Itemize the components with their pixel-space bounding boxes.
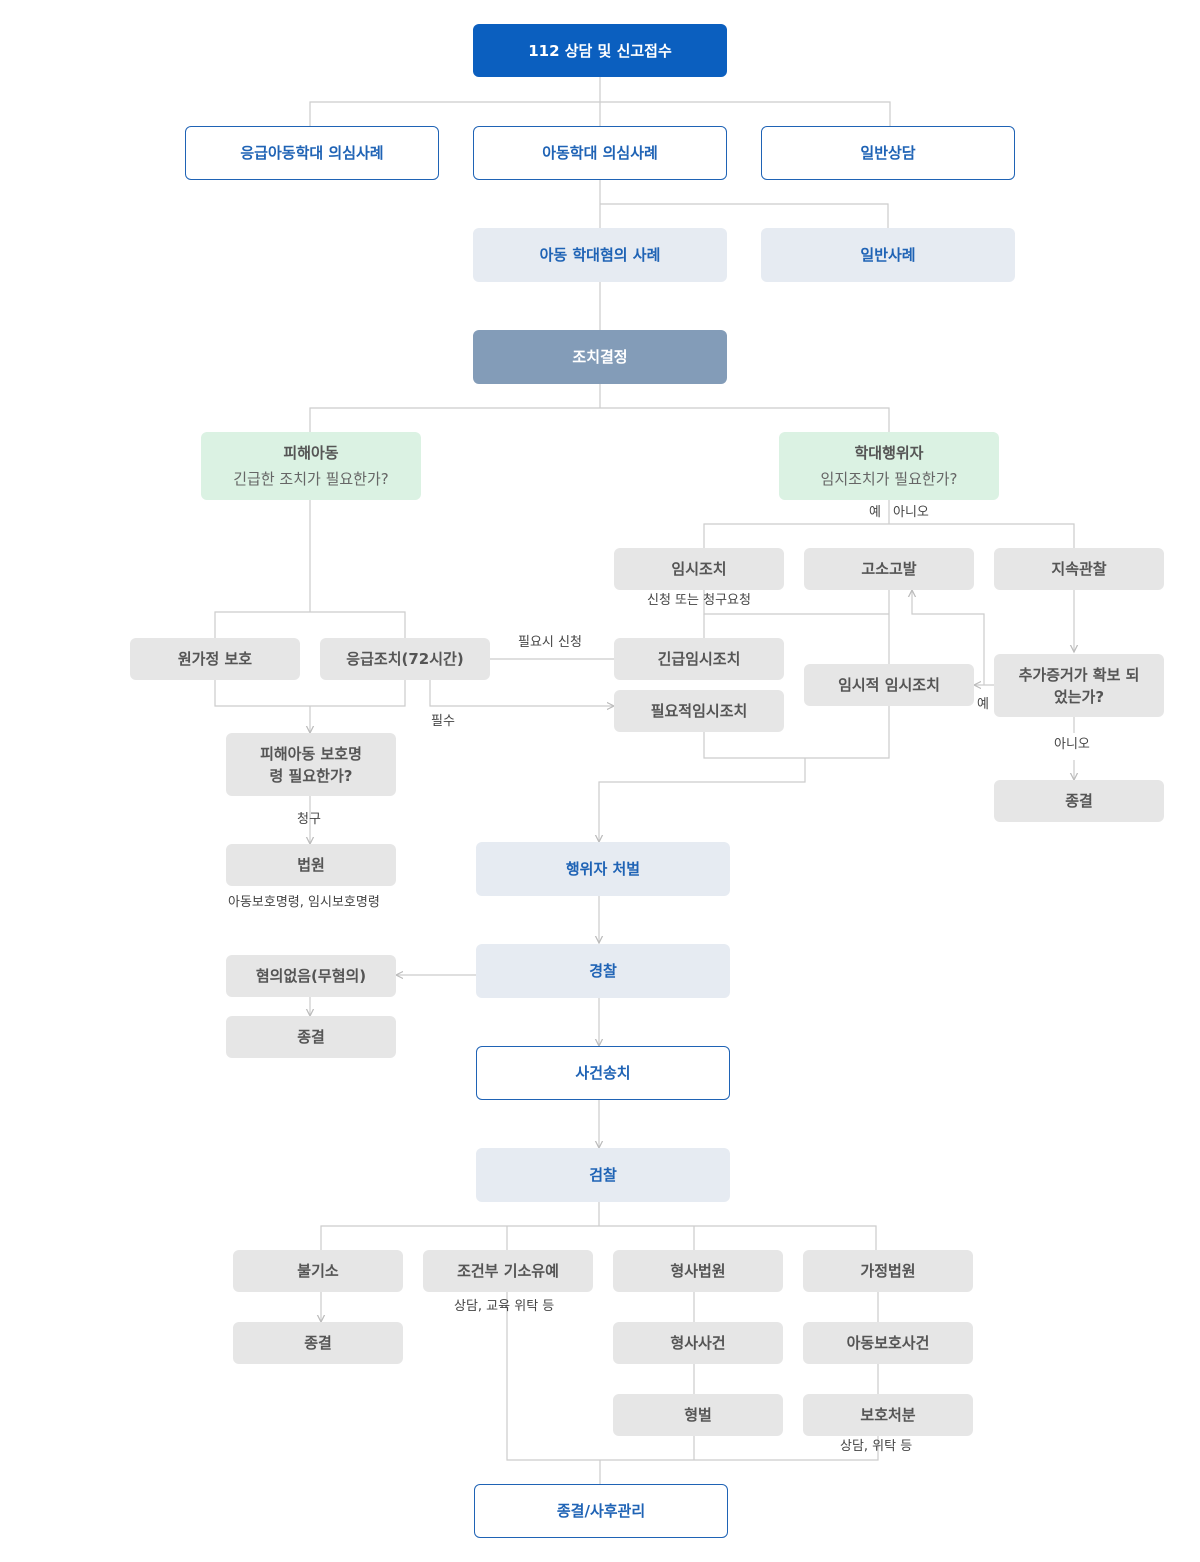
counsel-edu-label: 상담, 교육 위탁 등 xyxy=(454,1299,555,1314)
yes-side-label: 예 xyxy=(977,697,989,712)
complaint-node: 고소고발 xyxy=(804,548,974,590)
non-indict-node: 불기소 xyxy=(233,1250,403,1292)
penalty-node: 형벌 xyxy=(613,1394,783,1436)
no-label: 아니오 xyxy=(893,505,929,520)
emergency-72-node: 응급조치(72시간) xyxy=(320,638,490,680)
transfer-node: 사건송치 xyxy=(476,1046,730,1100)
general-counsel-node: 일반상담 xyxy=(761,126,1015,180)
yes-label: 예 xyxy=(869,505,881,520)
counsel-consign-label: 상담, 위탁 등 xyxy=(840,1439,913,1454)
extra-evidence-node: 추가증거가 확보 되었는가? xyxy=(994,654,1164,717)
close-police-node: 종결 xyxy=(226,1016,396,1058)
court-node: 법원 xyxy=(226,844,396,886)
prosecution-node: 검찰 xyxy=(476,1148,730,1202)
apply-if-needed-label: 필요시 신청 xyxy=(518,635,582,650)
family-court-node: 가정법원 xyxy=(803,1250,973,1292)
required-temp-node: 필요적임시조치 xyxy=(614,690,784,732)
decision-node: 조치결정 xyxy=(473,330,727,384)
home-protect-node: 원가정 보호 xyxy=(130,638,300,680)
claim-label: 청구 xyxy=(297,812,321,827)
temp-measure-node: 임시조치 xyxy=(614,548,784,590)
apply-or-request-label: 신청 또는 청구요청 xyxy=(647,593,751,608)
orders-label: 아동보호명령, 임시보호명령 xyxy=(228,895,380,910)
punish-node: 행위자 처벌 xyxy=(476,842,730,896)
victim-title: 피해아동 xyxy=(283,444,339,462)
victim-question: 긴급한 조치가 필요한가? xyxy=(233,470,389,488)
provisional-temp-node: 임시적 임시조치 xyxy=(804,664,974,706)
abuser-title: 학대행위자 xyxy=(854,444,924,462)
close-nonindict-node: 종결 xyxy=(233,1322,403,1364)
victim-node: 피해아동 긴급한 조치가 필요한가? xyxy=(201,432,421,500)
mandatory-label: 필수 xyxy=(431,714,455,729)
abuse-suspect-node: 아동학대 의심사례 xyxy=(473,126,727,180)
observe-node: 지속관찰 xyxy=(994,548,1164,590)
protective-disposition-node: 보호처분 xyxy=(803,1394,973,1436)
emergency-suspect-node: 응급아동학대 의심사례 xyxy=(185,126,439,180)
general-case-node: 일반사례 xyxy=(761,228,1015,282)
abuser-question: 임지조치가 필요한가? xyxy=(820,470,958,488)
no-charge-node: 혐의없음(무혐의) xyxy=(226,955,396,997)
child-protection-case-node: 아동보호사건 xyxy=(803,1322,973,1364)
abuser-node: 학대행위자 임지조치가 필요한가? xyxy=(779,432,999,500)
criminal-case-node: 형사사건 xyxy=(613,1322,783,1364)
intake-node: 112 상담 및 신고접수 xyxy=(473,24,727,77)
close-observe-node: 종결 xyxy=(994,780,1164,822)
protection-order-node: 피해아동 보호명령 필요한가? xyxy=(226,733,396,796)
final-node: 종결/사후관리 xyxy=(474,1484,728,1538)
urgent-temp-node: 긴급임시조치 xyxy=(614,638,784,680)
abuse-case-node: 아동 학대혐의 사례 xyxy=(473,228,727,282)
no-under-label: 아니오 xyxy=(1054,737,1090,752)
police-node: 경찰 xyxy=(476,944,730,998)
criminal-court-node: 형사법원 xyxy=(613,1250,783,1292)
conditional-node: 조건부 기소유예 xyxy=(423,1250,593,1292)
